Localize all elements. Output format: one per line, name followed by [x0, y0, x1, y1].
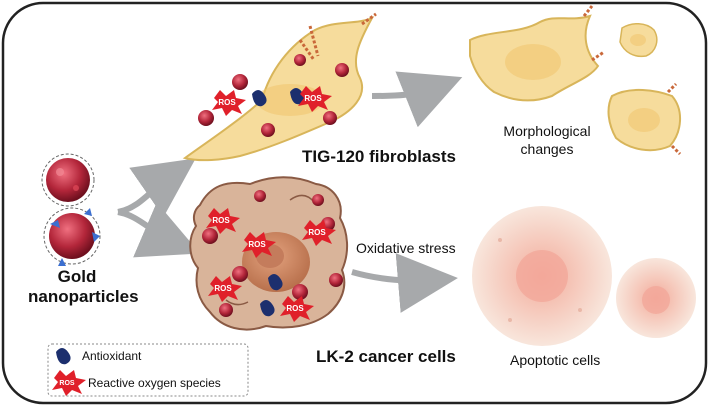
arrow-to-cancer [117, 202, 201, 258]
morphological-changes-label: Morphological changes [492, 122, 602, 158]
morphological-cell-large [469, 5, 605, 102]
gold-nanoparticles-line2: nanoparticles [28, 287, 139, 306]
apoptotic-cell-small [616, 258, 696, 338]
ros-tag: ROS [248, 240, 266, 249]
ros-icon [52, 370, 86, 396]
ros-tag: ROS [286, 304, 304, 313]
arrow-to-apoptotic [351, 253, 458, 313]
ros-icon-text: ROS [59, 380, 75, 387]
apoptotic-cells-label: Apoptotic cells [510, 352, 601, 368]
fibroblast-cell: ROS ROS [182, 12, 377, 162]
oxidative-stress-label: Oxidative stress [356, 240, 456, 256]
ros-tag: ROS [214, 284, 232, 293]
legend-box: ROS [47, 343, 249, 397]
morphological-cell-small [619, 23, 658, 58]
morphological-line2: changes [520, 141, 574, 157]
gold-nanoparticles-line1: Gold [57, 267, 97, 286]
ros-tag: ROS [304, 94, 322, 103]
gold-nanoparticle-bottom [43, 207, 101, 266]
legend-antioxidant-label: Antioxidant [82, 349, 142, 363]
fibroblasts-label: TIG-120 fibroblasts [302, 147, 456, 166]
legend-ros-label: Reactive oxygen species [88, 376, 221, 390]
ros-tag: ROS [218, 98, 236, 107]
ros-tag: ROS [212, 216, 230, 225]
morphological-cell-medium [607, 82, 682, 156]
gold-nanoparticles-label: Gold nanoparticles [28, 267, 139, 307]
antioxidant-icon [56, 348, 71, 365]
ros-tag: ROS [308, 228, 326, 237]
morphological-line1: Morphological [503, 123, 591, 139]
gold-nanoparticle-top [41, 153, 95, 207]
arrow-to-fibroblast [117, 158, 196, 218]
cancer-cell: ROS ROS ROS ROS ROS [189, 176, 348, 331]
cancer-cells-label: LK-2 cancer cells [316, 347, 456, 366]
apoptotic-cell-large [472, 206, 612, 346]
arrow-to-morphological [371, 71, 463, 128]
